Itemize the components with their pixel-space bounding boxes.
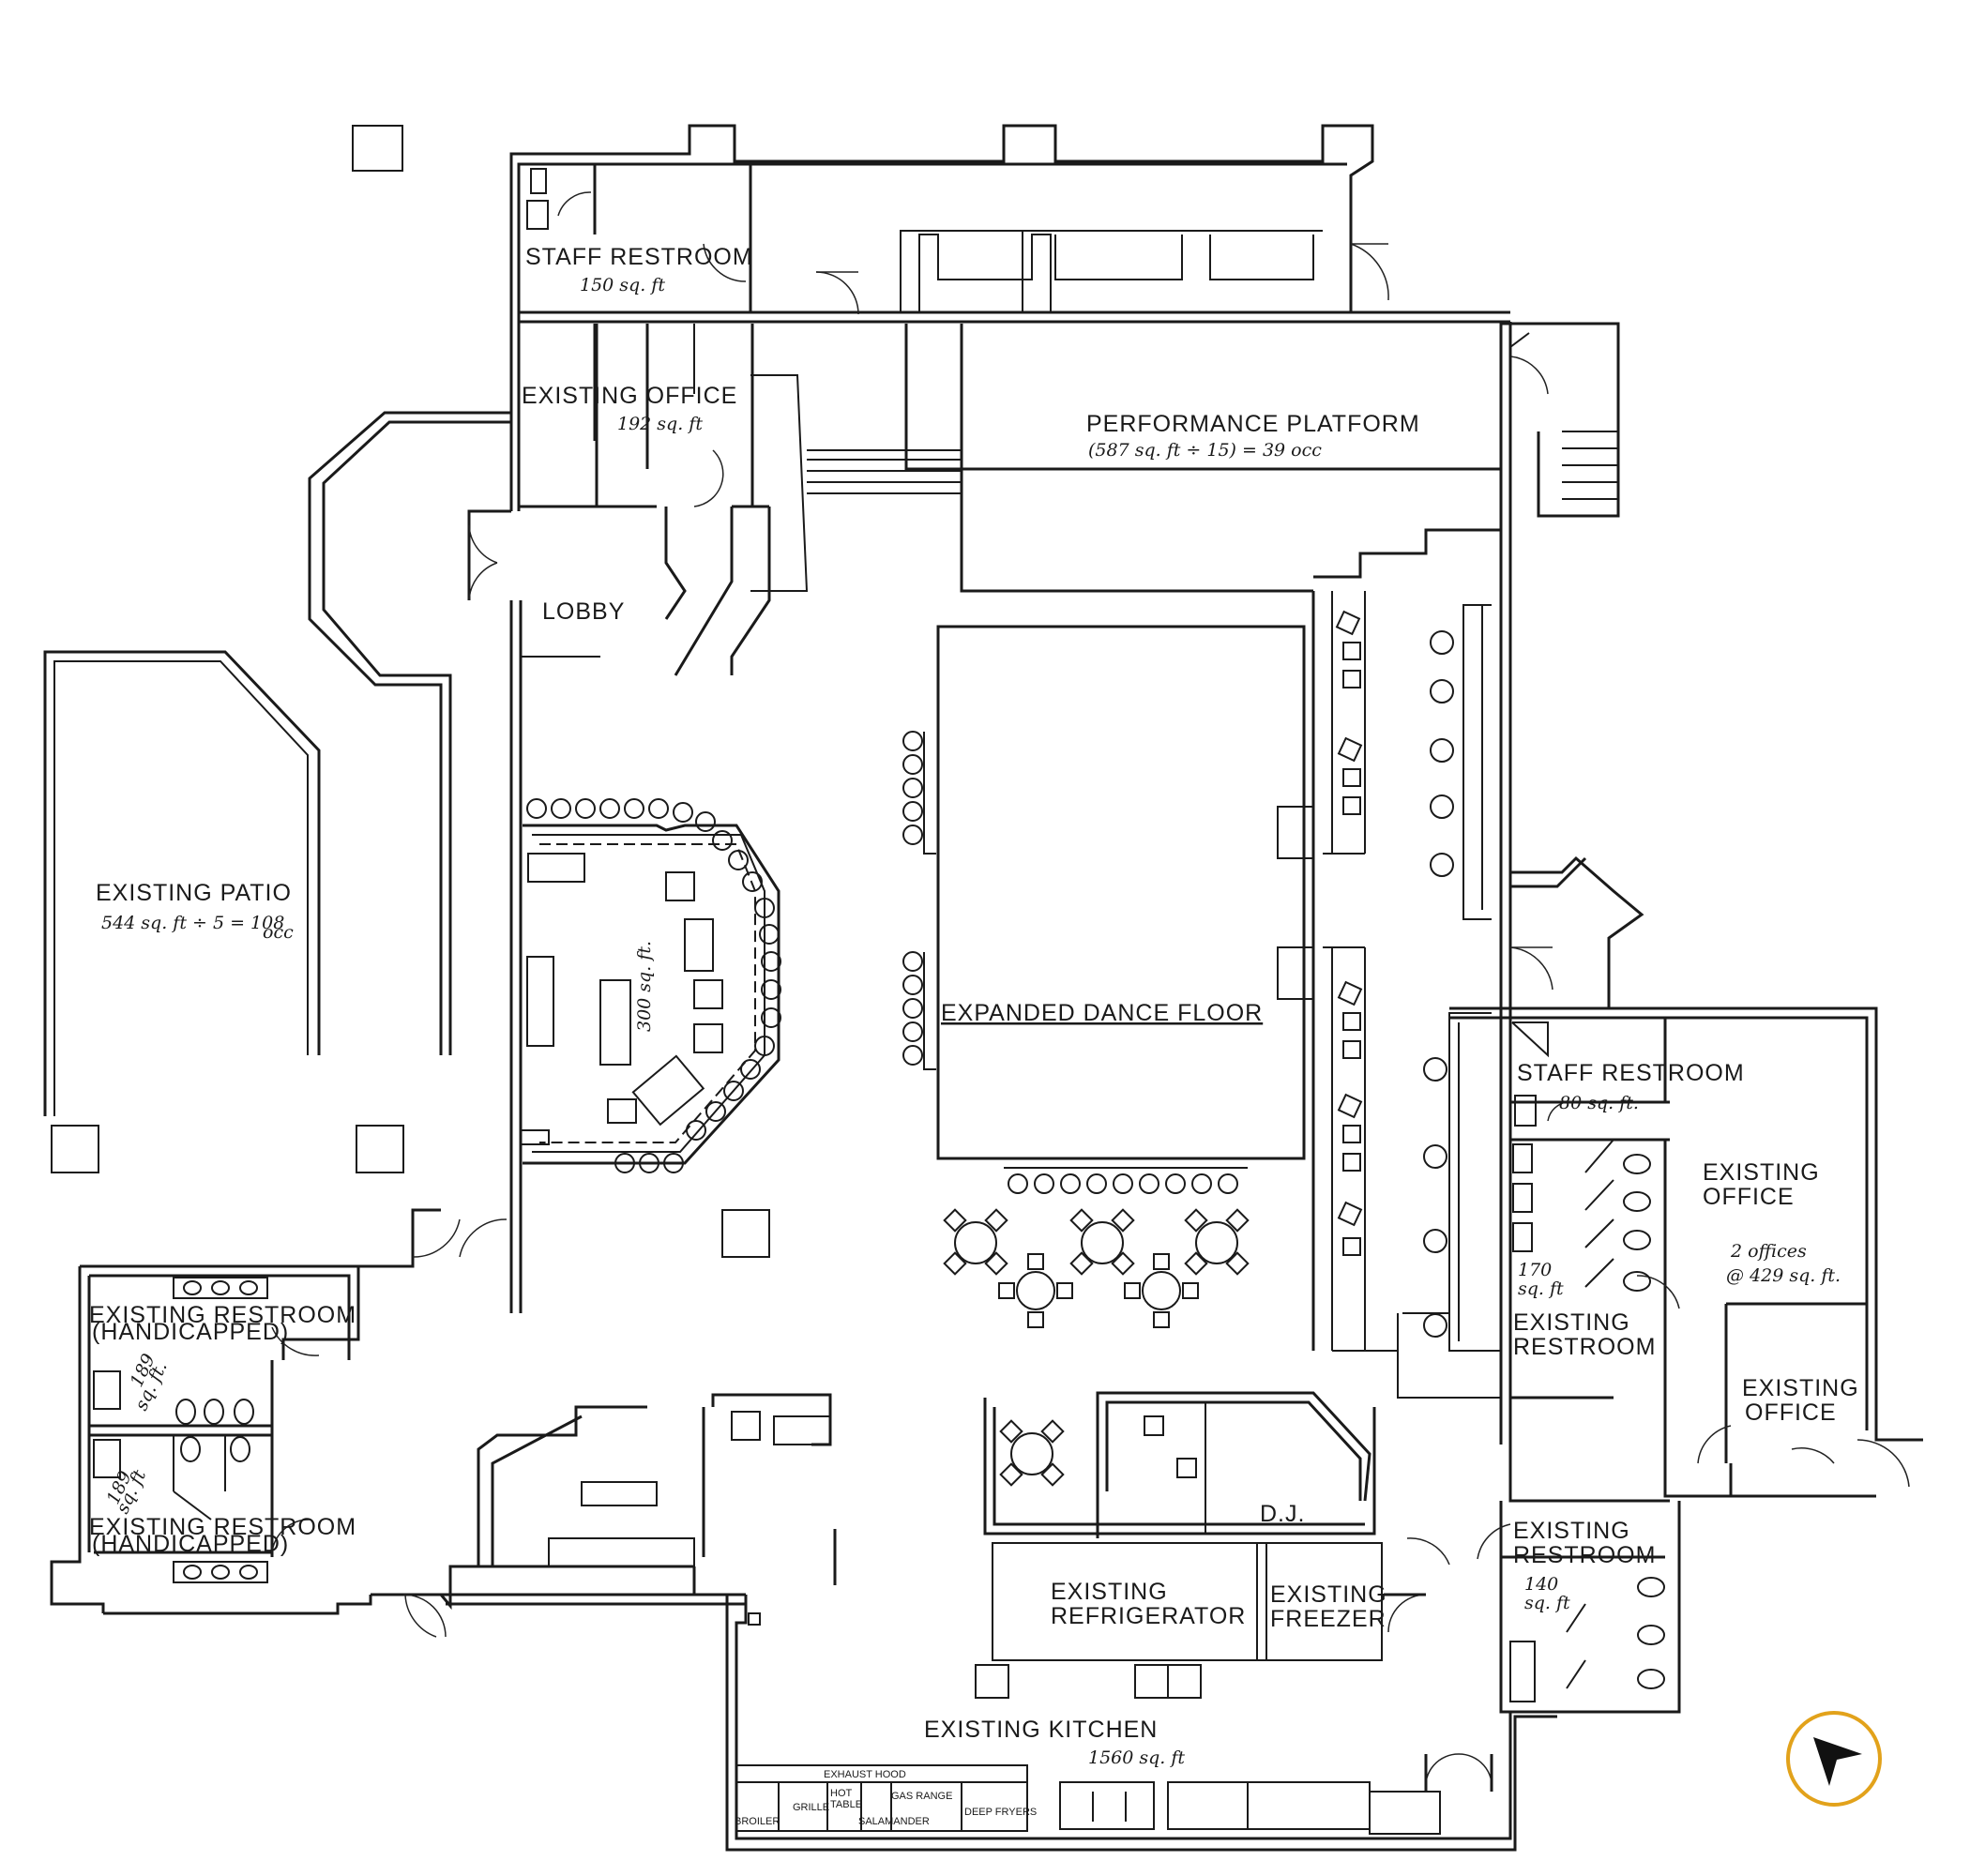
kitchen-area: 1560 sq. ft	[1088, 1747, 1185, 1768]
bar	[520, 798, 781, 1173]
exhaust-hood-label: EXHAUST HOOD	[824, 1769, 906, 1780]
deep-fryers-label: DEEP FRYERS	[964, 1807, 1037, 1818]
existing-office-right-note1: 2 offices	[1730, 1241, 1807, 1262]
kitchen	[725, 1391, 1557, 1852]
dining-tables	[943, 1208, 1250, 1487]
north-arrow-icon	[1786, 1711, 1882, 1807]
compass-arrow	[1813, 1737, 1862, 1786]
hot-table-label-2: TABLE	[830, 1799, 862, 1810]
existing-office-right-line2: OFFICE	[1703, 1184, 1795, 1210]
right-booths	[1277, 322, 1644, 1445]
staff-restroom-right-label: STAFF RESTROOM	[1517, 1060, 1745, 1086]
dance-floor	[902, 625, 1306, 1194]
restroom-right-mid-area2: sq. ft	[1518, 1278, 1564, 1299]
patio	[43, 650, 770, 1258]
hot-table-label-1: HOT	[830, 1788, 853, 1799]
restroom-right-mid-line2: RESTROOM	[1513, 1334, 1656, 1360]
patio-calc: 544 sq. ft ÷ 5 = 108	[101, 913, 284, 933]
refrigerator-line2: REFRIGERATOR	[1051, 1603, 1246, 1629]
staff-restroom-top-label: STAFF RESTROOM	[525, 244, 753, 270]
dance-floor-label: EXPANDED DANCE FLOOR	[941, 1000, 1263, 1026]
staff-restroom-right-area: 80 sq. ft.	[1559, 1093, 1639, 1113]
restroom-hc-top-line2: (HANDICAPPED)	[92, 1319, 289, 1345]
restroom-hc-bottom-line2: (HANDICAPPED)	[92, 1531, 289, 1557]
existing-office-right-note2: @ 429 sq. ft.	[1726, 1265, 1841, 1286]
existing-office-top-label: EXISTING OFFICE	[522, 383, 737, 409]
broiler-label: BROILER	[735, 1816, 780, 1827]
lower-right-restroom	[1406, 1445, 1681, 1714]
top-wing-walls	[352, 124, 1510, 511]
restroom-right-mid-line1: EXISTING	[1513, 1309, 1630, 1336]
restroom-hc-top-line1: EXISTING RESTROOM	[89, 1302, 356, 1328]
staff-restroom-top-area: 150 sq. ft	[580, 275, 665, 295]
existing-office-top-area: 192 sq. ft	[617, 414, 703, 434]
restroom-right-low-area1: 140	[1524, 1574, 1558, 1595]
refrigerator-line1: EXISTING	[1051, 1579, 1168, 1605]
performance-platform-calc: (587 sq. ft ÷ 15) = 39 occ	[1088, 440, 1322, 461]
room-labels: STAFF RESTROOM 150 sq. ft EXISTING OFFIC…	[89, 244, 1859, 1768]
restroom-right-mid-area1: 170	[1518, 1260, 1552, 1280]
performance-platform-area	[750, 322, 1620, 593]
lobby-walls	[308, 411, 771, 1313]
freezer-line2: FREEZER	[1270, 1606, 1387, 1632]
existing-office-lower-line1: EXISTING	[1742, 1375, 1859, 1401]
lobby-label: LOBBY	[542, 598, 625, 625]
restroom-hc-bottom-line1: EXISTING RESTROOM	[89, 1514, 356, 1540]
left-restrooms	[50, 1208, 508, 1615]
salamander-label: SALAMANDER	[858, 1816, 930, 1827]
patio-occ: occ	[263, 922, 294, 943]
bar-stools	[526, 798, 781, 1173]
existing-office-right-line1: EXISTING	[1703, 1159, 1820, 1186]
restroom-right-low-line2: RESTROOM	[1513, 1542, 1656, 1568]
restroom-right-low-line1: EXISTING	[1513, 1518, 1630, 1544]
gas-range-label: GAS RANGE	[891, 1791, 952, 1802]
bar-area: 300 sq. ft.	[634, 941, 655, 1032]
right-rooms	[1449, 1006, 1923, 1498]
freezer-line1: EXISTING	[1270, 1581, 1387, 1608]
kitchen-label: EXISTING KITCHEN	[924, 1717, 1158, 1743]
service-area	[371, 1393, 837, 1638]
dj-label: D.J.	[1260, 1501, 1305, 1527]
performance-platform-label: PERFORMANCE PLATFORM	[1086, 411, 1420, 437]
existing-office-lower-line2: OFFICE	[1745, 1399, 1837, 1426]
restroom-right-low-area2: sq. ft	[1524, 1593, 1570, 1613]
booth-chairs	[1335, 610, 1363, 1256]
patio-label: EXISTING PATIO	[96, 880, 292, 906]
equipment-labels: EXHAUST HOOD BROILER GRILLE HOT TABLE SA…	[735, 1769, 1037, 1827]
grille-label: GRILLE	[793, 1802, 829, 1813]
